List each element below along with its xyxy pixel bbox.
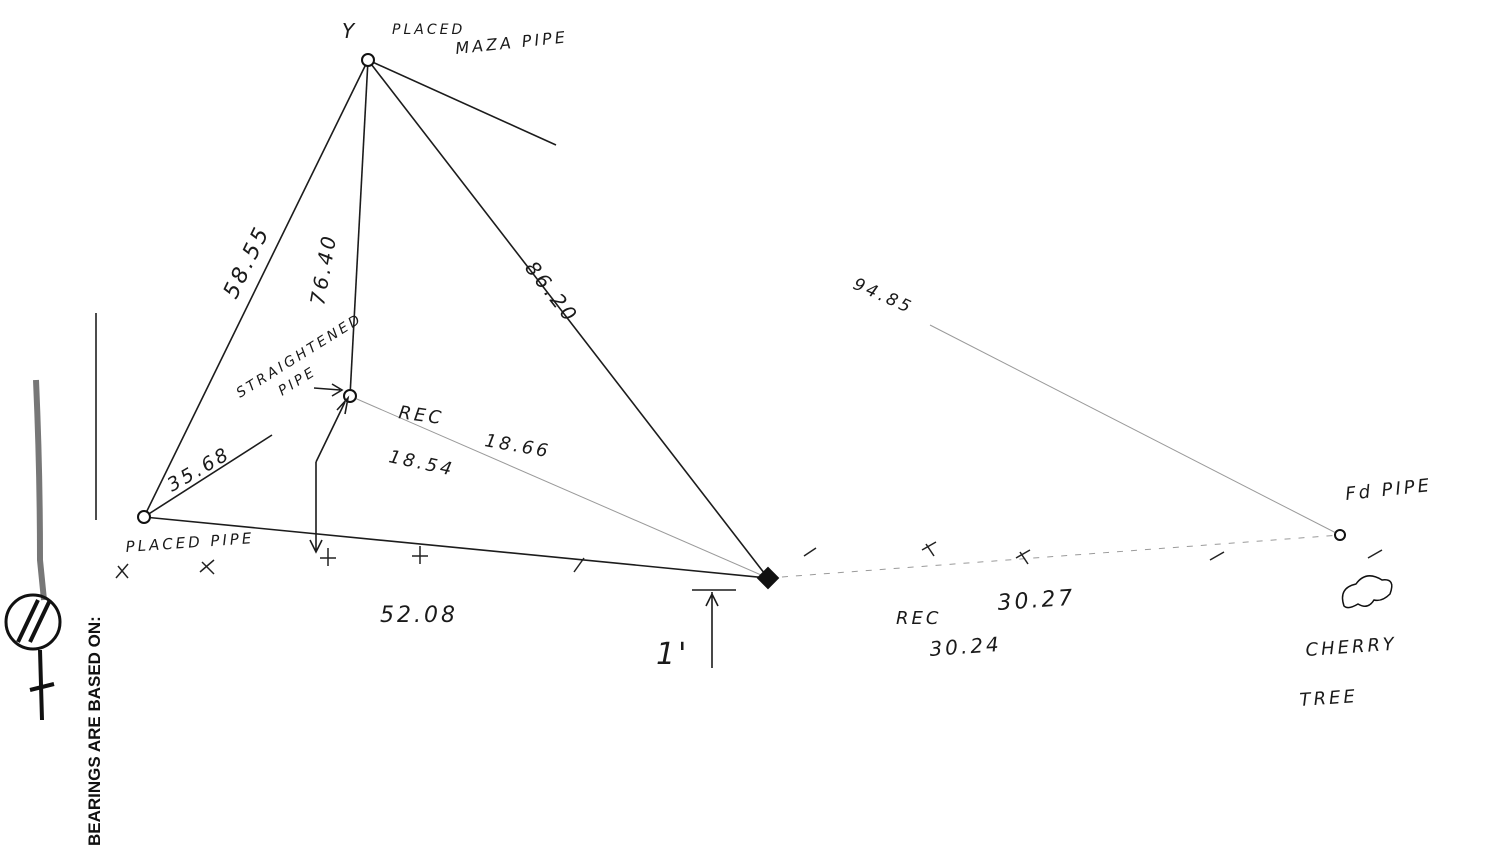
distance-top-left: 58.55 — [219, 222, 276, 303]
tree-label-line2: TREE — [1299, 686, 1359, 711]
line-straightened-center — [349, 395, 769, 579]
survey-lines — [143, 59, 1341, 579]
line-top-left — [143, 59, 369, 518]
point-left — [137, 510, 151, 524]
line-left-straightened — [143, 434, 273, 518]
distance-rec-long: 30.27 — [997, 586, 1077, 616]
tree-label-line1: CHERRY — [1305, 634, 1398, 661]
distance-top-center: 86.20 — [520, 256, 583, 328]
left-point-label: PLACED PIPE — [125, 529, 255, 556]
fence-line — [115, 541, 1383, 579]
distance-rec-short: 18.66 — [483, 430, 552, 462]
line-top-northeast — [367, 59, 557, 146]
tree-icon — [1341, 575, 1393, 609]
point-right — [1334, 529, 1346, 541]
distance-top-straightened: 76.40 — [305, 232, 341, 307]
distance-center-right-far: 94.85 — [850, 274, 916, 318]
line-left-center — [143, 516, 769, 579]
line-top-center — [367, 59, 769, 579]
point-top — [361, 53, 375, 67]
bearings-text: BEARINGS ARE BASED ON: — [85, 616, 104, 846]
north-arrow-icon — [4, 379, 62, 721]
dimension-arrows — [309, 383, 736, 668]
dimension-foot: 1' — [656, 637, 689, 672]
line-top-straightened — [349, 59, 369, 397]
line-center-right — [767, 534, 1341, 579]
rec-label-long: REC — [896, 608, 941, 629]
rec-label-short: REC — [397, 402, 445, 429]
top-point-letter: Y — [342, 19, 357, 43]
top-point-label-line2: MAZA PIPE — [454, 27, 568, 58]
monument-marker — [756, 566, 780, 590]
distance-left-center: 52.08 — [380, 603, 458, 628]
top-point-label-line1: PLACED — [392, 22, 465, 38]
distance-short: 18.54 — [387, 446, 456, 480]
line-far-northwest — [929, 324, 1341, 536]
distance-left-straightened: 35.68 — [164, 443, 235, 497]
distance-long: 30.24 — [929, 632, 1003, 661]
right-point-label: Fd PIPE — [1344, 475, 1433, 505]
